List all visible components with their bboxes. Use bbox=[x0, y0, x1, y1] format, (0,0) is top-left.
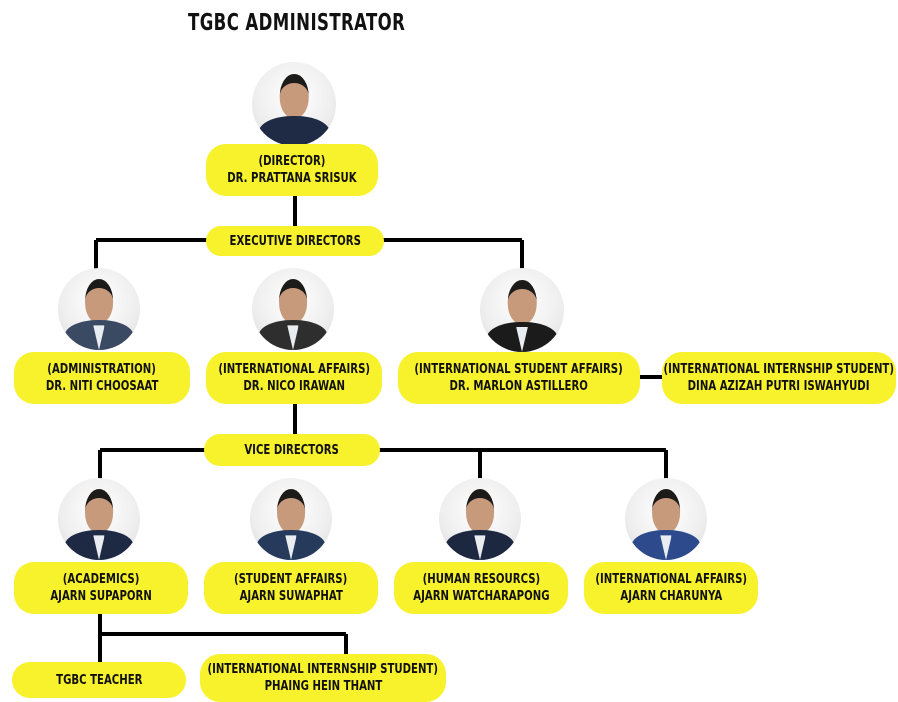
international-student-affairs-photo bbox=[480, 268, 564, 352]
vice-box-student-affairs: (STUDENT AFFAIRS) AJARN SUWAPHAT bbox=[204, 562, 378, 614]
academic-intern-box: (INTERNATIONAL INTERNSHIP STUDENT) PHAIN… bbox=[200, 654, 446, 702]
executive-box-international-student-affairs: (INTERNATIONAL STUDENT AFFAIRS) DR. MARL… bbox=[398, 352, 640, 404]
teacher-box: TGBC TEACHER bbox=[12, 662, 186, 698]
vice-box-human-resources: (HUMAN RESOURCS) AJARN WATCHARAPONG bbox=[394, 562, 568, 614]
international-affairs-exec-photo bbox=[252, 268, 334, 350]
vice-role: (STUDENT AFFAIRS) bbox=[234, 572, 348, 587]
exec-intern-name: DINA AZIZAH PUTRI ISWAHYUDI bbox=[688, 379, 870, 394]
vice-role: (INTERNATIONAL AFFAIRS) bbox=[595, 572, 747, 587]
vice-name: AJARN SUWAPHAT bbox=[239, 589, 343, 604]
academic-intern-name: PHAING HEIN THANT bbox=[264, 679, 382, 694]
vice-role: (ACADEMICS) bbox=[62, 572, 140, 587]
vice-role: (HUMAN RESOURCS) bbox=[422, 572, 540, 587]
executive-box-administration: (ADMINISTRATION) DR. NITI CHOOSAAT bbox=[14, 352, 190, 404]
executive-role: (INTERNATIONAL AFFAIRS) bbox=[218, 362, 370, 377]
director-box: (DIRECTOR) DR. PRATTANA SRISUK bbox=[206, 144, 378, 196]
executive-role: (INTERNATIONAL STUDENT AFFAIRS) bbox=[414, 362, 624, 377]
vice-name: AJARN WATCHARAPONG bbox=[412, 589, 550, 604]
teacher-label: TGBC TEACHER bbox=[55, 672, 143, 688]
academics-photo bbox=[58, 478, 140, 560]
executive-box-international-affairs: (INTERNATIONAL AFFAIRS) DR. NICO IRAWAN bbox=[206, 352, 382, 404]
administration-photo bbox=[58, 268, 140, 350]
human-resources-photo bbox=[439, 478, 521, 560]
executive-name: DR. NICO IRAWAN bbox=[243, 379, 345, 394]
director-photo bbox=[252, 62, 336, 146]
exec-intern-box: (INTERNATIONAL INTERNSHIP STUDENT) DINA … bbox=[662, 352, 896, 404]
executive-role: (ADMINISTRATION) bbox=[47, 362, 157, 377]
executive-name: DR. MARLON ASTILLERO bbox=[449, 379, 589, 394]
director-name: DR. PRATTANA SRISUK bbox=[227, 171, 357, 186]
exec-intern-role: (INTERNATIONAL INTERNSHIP STUDENT) bbox=[663, 362, 895, 377]
vice-name: AJARN SUPAPORN bbox=[50, 589, 152, 604]
academic-intern-role: (INTERNATIONAL INTERNSHIP STUDENT) bbox=[207, 662, 439, 677]
director-role: (DIRECTOR) bbox=[258, 154, 326, 169]
vice-name: AJARN CHARUNYA bbox=[620, 589, 722, 604]
chart-title: TGBC ADMINISTRATOR bbox=[188, 10, 406, 36]
vice-box-academics: (ACADEMICS) AJARN SUPAPORN bbox=[14, 562, 188, 614]
executive-directors-label: EXECUTIVE DIRECTORS bbox=[206, 226, 384, 256]
executive-name: DR. NITI CHOOSAAT bbox=[45, 379, 159, 394]
vice-directors-label: VICE DIRECTORS bbox=[204, 434, 380, 466]
vice-box-international-affairs: (INTERNATIONAL AFFAIRS) AJARN CHARUNYA bbox=[584, 562, 758, 614]
international-affairs-vice-photo bbox=[625, 478, 707, 560]
student-affairs-photo bbox=[250, 478, 332, 560]
